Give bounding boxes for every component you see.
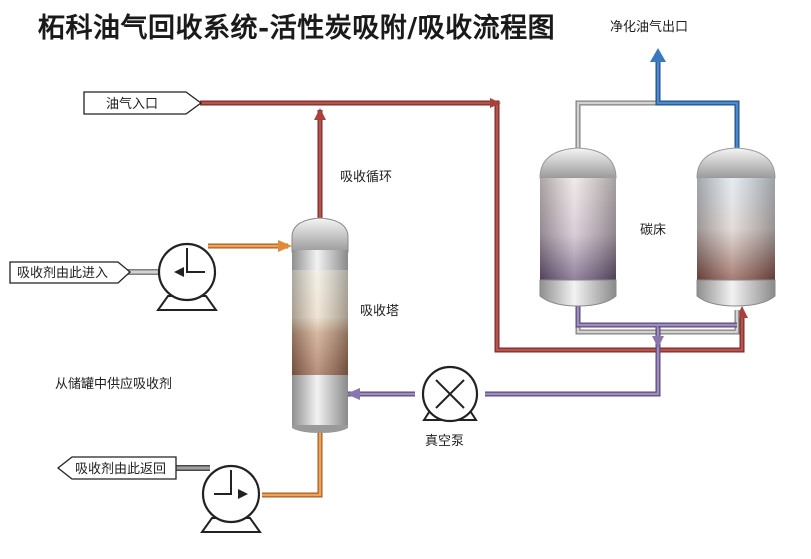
gas-inlet-tag: 油气入口 <box>83 91 203 115</box>
absorption-tower <box>291 217 349 433</box>
absorbent-return-tag: 吸收剂由此返回 <box>56 456 177 480</box>
absorption-cycle-label: 吸收循环 <box>340 170 393 185</box>
absorbent-return-pump <box>200 464 262 533</box>
vacuum-line <box>346 300 737 400</box>
bed-outlet-lines <box>575 100 740 152</box>
absorbent-return-line <box>262 432 323 498</box>
carbon-bed-right <box>696 147 776 307</box>
absorption-cycle-line <box>314 108 326 218</box>
storage-supply-label: 从储罐中供应吸收剂 <box>55 377 173 392</box>
carbon-bed-left <box>539 147 617 307</box>
vacuum-pump-label: 真空泵 <box>425 434 465 449</box>
absorbent-return-label: 吸收剂由此返回 <box>75 462 166 477</box>
clean-gas-outlet-label: 净化油气出口 <box>610 20 689 35</box>
diagram-title: 柘科油气回收系统-活性炭吸附/吸收流程图 <box>38 13 556 44</box>
gas-inlet-label: 油气入口 <box>106 96 158 112</box>
absorbent-in-label: 吸收剂由此进入 <box>17 266 108 281</box>
absorbent-inlet-pump <box>156 242 218 311</box>
absorbent-inlet-line <box>208 240 292 252</box>
clean-gas-outlet-line <box>650 48 740 152</box>
gas-inlet-line <box>200 98 748 353</box>
carbon-bed-label: 碳床 <box>640 223 667 238</box>
absorbent-in-tag: 吸收剂由此进入 <box>9 261 131 284</box>
vacuum-pump <box>421 365 479 423</box>
absorption-tower-label: 吸收塔 <box>360 304 400 319</box>
